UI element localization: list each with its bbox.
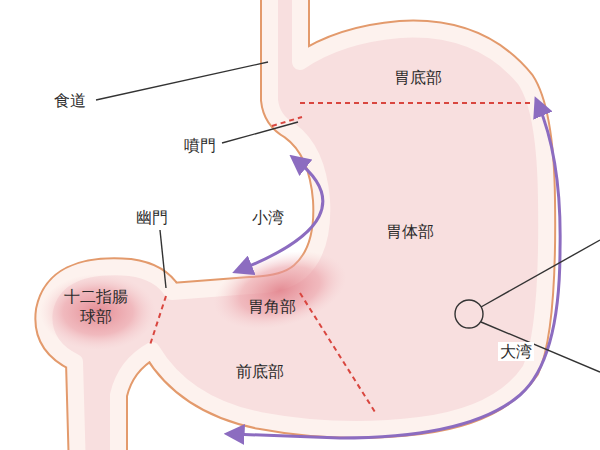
stomach-wall (44, 0, 546, 450)
part-label: 小湾 (250, 208, 286, 227)
part-label: 前底部 (234, 362, 286, 381)
greater-curvature-arrow (232, 104, 560, 438)
lesser-curvature-arrow (240, 160, 323, 270)
bulb-highlight (40, 274, 156, 350)
part-label: 胃角部 (246, 297, 298, 316)
angle-highlight (205, 238, 355, 343)
part-label: 食道 (52, 91, 88, 110)
part-label: 胃体部 (384, 222, 436, 241)
part-label: 幽門 (134, 208, 170, 227)
region-borders (150, 103, 530, 412)
part-label: 噴門 (182, 136, 218, 155)
part-label: 大湾 (498, 342, 534, 361)
part-label: 胃底部 (392, 68, 444, 87)
stomach-wall-outer (44, 0, 546, 450)
leader-lines (96, 62, 600, 372)
part-label: 十二指腸 球部 (60, 287, 133, 327)
